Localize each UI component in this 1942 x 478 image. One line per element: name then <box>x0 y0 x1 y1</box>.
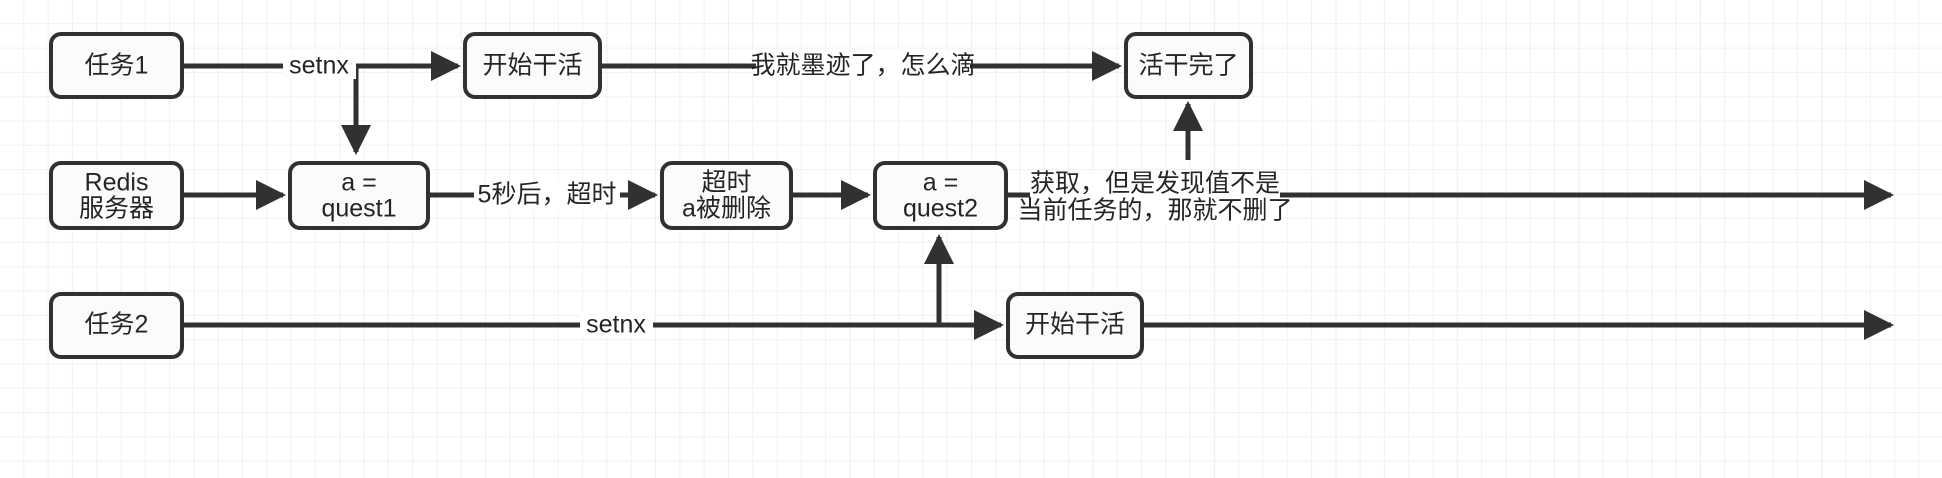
node-quest1-box <box>288 161 430 230</box>
edge-label-moji-text: 我就墨迹了，怎么滴 <box>750 52 975 80</box>
node-work2[interactable]: 开始干活 <box>1006 292 1144 359</box>
node-timeout-box <box>660 161 793 230</box>
node-quest2[interactable]: a = quest2 <box>873 161 1008 230</box>
node-redis[interactable]: Redis 服务器 <box>49 161 184 230</box>
node-task1[interactable]: 任务1 <box>49 32 184 99</box>
node-quest1-label-line1: a = <box>341 169 376 197</box>
node-task1-label: 任务1 <box>85 52 149 80</box>
edge-label-moji: 我就墨迹了，怎么滴 <box>750 52 976 80</box>
node-timeout-label-line1: 超时 <box>701 169 751 197</box>
edge-label-huoqu-line2: 当前任务的，那就不删了 <box>1017 197 1292 225</box>
node-done[interactable]: 活干完了 <box>1124 32 1253 99</box>
node-quest2-label-line2: quest2 <box>903 195 978 223</box>
node-task2-label: 任务2 <box>85 311 149 339</box>
node-redis-label-line1: Redis <box>85 169 149 197</box>
node-work1-box <box>463 32 602 99</box>
node-task2-box <box>49 292 184 359</box>
node-redis-box <box>49 161 184 230</box>
node-quest1[interactable]: a = quest1 <box>288 161 430 230</box>
edge-label-setnx-bottom: setnx <box>580 311 653 339</box>
edge-label-huoqu-line1: 获取，但是发现值不是 <box>1030 170 1280 198</box>
node-done-label: 活干完了 <box>1138 52 1238 80</box>
edge-label-five-seconds-text: 5秒后，超时 <box>478 181 617 209</box>
node-work2-label: 开始干活 <box>1025 311 1125 339</box>
edge-label-setnx-top-text: setnx <box>289 52 349 80</box>
node-done-box <box>1124 32 1253 99</box>
node-quest2-label-line1: a = <box>923 169 958 197</box>
node-timeout-label-line2: a被删除 <box>682 195 771 223</box>
edge-label-setnx-top: setnx <box>283 52 356 80</box>
node-task1-box <box>49 32 184 99</box>
node-work1[interactable]: 开始干活 <box>463 32 602 99</box>
node-quest2-box <box>873 161 1008 230</box>
edge-label-five-seconds: 5秒后，超时 <box>474 181 620 210</box>
edge-label-setnx-bottom-text: setnx <box>586 311 646 339</box>
node-quest1-label-line2: quest1 <box>321 195 396 223</box>
node-work1-label: 开始干活 <box>482 52 582 80</box>
node-timeout[interactable]: 超时 a被删除 <box>660 161 793 230</box>
node-task2[interactable]: 任务2 <box>49 292 184 359</box>
node-redis-label-line2: 服务器 <box>79 195 154 223</box>
node-work2-box <box>1006 292 1144 359</box>
edge-label-huoqu: 获取，但是发现值不是 当前任务的，那就不删了 <box>1017 170 1292 225</box>
